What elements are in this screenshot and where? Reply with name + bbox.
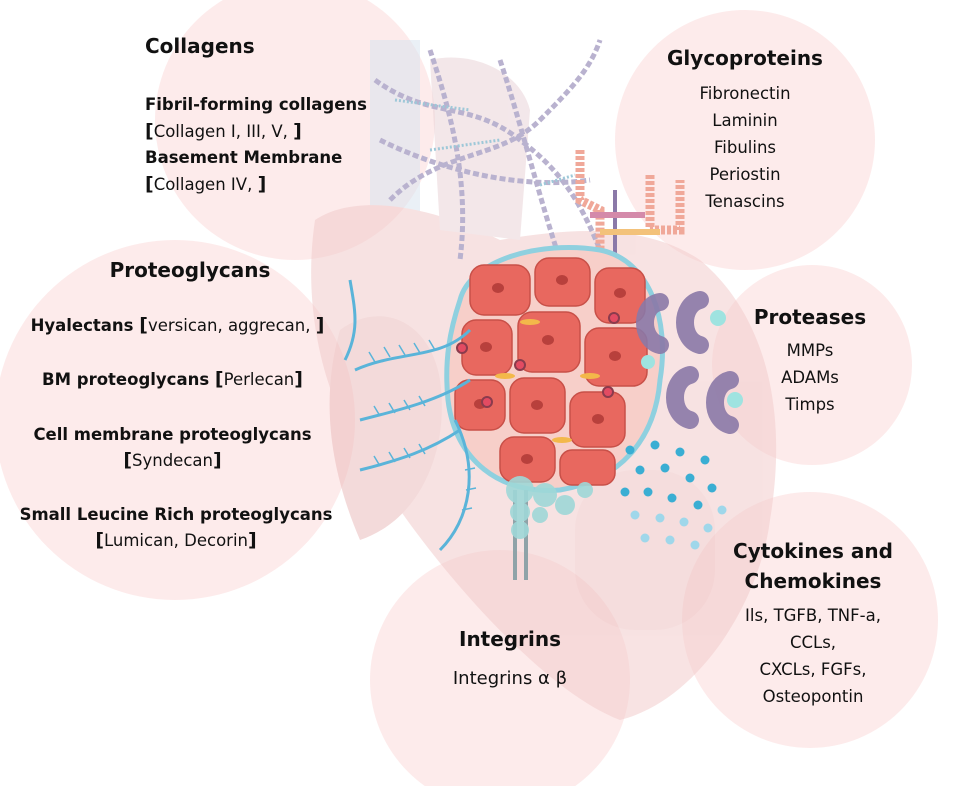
proteoglycans-label: Proteoglycans (0, 258, 380, 282)
proteoglycan-side-chains (368, 339, 477, 511)
cytokine-dots (620, 440, 727, 550)
glycoprotein-item: Fibronectin (699, 84, 791, 103)
glycoproteins-title: Glycoproteins (667, 46, 823, 70)
cytokines-title-line2: Chemokines (744, 569, 882, 593)
collagen-fibrils (394, 98, 576, 187)
glycoprotein-item: Laminin (712, 111, 778, 130)
cytokines-label: Cytokines and Chemokines Ils, TGFB, TNF-… (708, 536, 918, 710)
small-leucine-rich-proteoglycans-row: Small Leucine Rich proteoglycans [Lumica… (19, 505, 333, 551)
proteoglycan-branches (343, 279, 472, 552)
tissue-section (444, 245, 665, 493)
cytokine-item: Osteopontin (762, 687, 864, 706)
glycoproteins-label: Glycoproteins Fibronectin Laminin Fibuli… (650, 46, 840, 215)
protease-item: Timps (785, 395, 835, 414)
glycoprotein-item: Fibulins (713, 138, 777, 157)
cytokine-item: CCLs, (789, 633, 837, 652)
basement-membrane-label: Basement Membrane (145, 148, 343, 167)
integrins-label: Integrins Integrins α β (415, 627, 605, 692)
collagens-label: Collagens (145, 34, 255, 58)
fibril-forming-collagens-items: [Collagen I, III, V, ] (145, 120, 302, 142)
protease-item: MMPs (786, 341, 834, 360)
collagens-list: Fibril-forming collagens [Collagen I, II… (145, 92, 405, 198)
proteoglycans-circle (0, 240, 355, 600)
protease-molecules (636, 291, 739, 434)
integrins-title: Integrins (459, 627, 561, 651)
fibril-forming-collagens-label: Fibril-forming collagens (145, 95, 367, 114)
cytokine-item: Ils, TGFB, TNF-a, (745, 606, 881, 625)
proteoglycans-title: Proteoglycans (109, 258, 271, 282)
glycoprotein-item: Periostin (709, 165, 781, 184)
collagens-title: Collagens (145, 34, 255, 58)
bm-proteoglycans-row: BM proteoglycans [Perlecan] (42, 368, 303, 390)
basement-membrane-items: [Collagen IV, ] (145, 173, 267, 195)
integrin-molecules (506, 476, 593, 580)
proteases-title: Proteases (753, 305, 867, 329)
integrins-item: Integrins α β (452, 668, 568, 689)
proteases-label: Proteases MMPs ADAMs Timps (745, 305, 875, 418)
cytokines-title-line1: Cytokines and (733, 539, 893, 563)
cell-membrane-proteoglycans-row: Cell membrane proteoglycans [Syndecan] (33, 425, 312, 471)
hyalectans-row: Hyalectans [versican, aggrecan, ] (30, 314, 325, 336)
protease-item: ADAMs (781, 368, 839, 387)
glycoprotein-item: Tenascins (705, 192, 785, 211)
cytokine-item: CXCLs, FGFs, (759, 660, 867, 679)
collagens-circle (155, 0, 435, 260)
protease-inhibitors (641, 310, 743, 408)
